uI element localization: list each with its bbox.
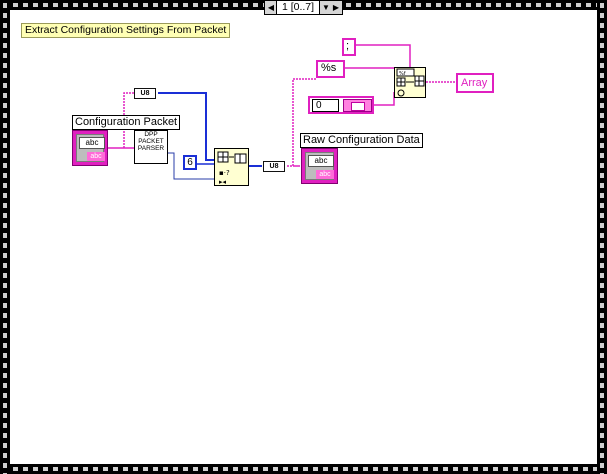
wire-parser-to-node[interactable] [168,152,214,180]
cluster-wire[interactable] [168,152,214,180]
sequence-frame-bottom[interactable] [0,464,607,474]
sequence-frame-top-right[interactable] [343,0,607,10]
subvi-line-1: DPP [144,131,158,138]
array-subset-icon: ▪·? ▸◂ [217,151,247,186]
frame-dropdown-arrow-icon[interactable]: ▼ [322,3,330,12]
svg-text:▸◂: ▸◂ [219,178,227,186]
spreadsheet-string-to-array-node[interactable]: %f [394,67,426,98]
separator-constant[interactable]: ; [342,38,356,56]
wire-separator[interactable] [356,44,411,67]
wire-raw-to-format[interactable] [287,78,316,167]
sequence-frame-left[interactable] [0,0,10,474]
subvi-line-2: PACKET [138,138,164,145]
wire-array-const[interactable] [374,92,395,106]
byte-array-to-string-node[interactable]: U8 [263,161,285,172]
array-subset-node[interactable]: ▪·? ▸◂ [214,148,249,186]
array-index-display[interactable]: 0 [312,99,339,112]
previous-frame-arrow-icon[interactable]: ◀ [267,3,275,12]
string-type-icon: abc [87,152,105,161]
string-array-constant[interactable]: 0 [308,96,374,114]
packet-parser-subvi[interactable]: DPP PACKET PARSER [134,130,168,164]
format-string-constant[interactable]: %s [316,60,345,78]
string-wires[interactable] [108,44,456,167]
array-indicator[interactable]: Array [456,73,494,93]
svg-text:%f: %f [399,71,406,77]
raw-config-terminal[interactable]: abc abc [301,148,338,184]
free-label-comment[interactable]: Extract Configuration Settings From Pack… [21,23,231,38]
config-packet-terminal[interactable]: abc abc [72,130,108,166]
sequence-frame-right[interactable] [597,0,607,474]
raw-config-label[interactable]: Raw Configuration Data [300,133,423,148]
u8-conversion-node[interactable]: U8 [134,88,156,99]
numeric-constant[interactable]: 6 [183,155,197,170]
string-type-icon: abc [316,170,334,179]
abc-text-icon: abc [308,155,334,167]
spreadsheet-icon: %f [396,68,425,97]
array-element[interactable] [343,99,372,112]
svg-text:▪·?: ▪·? [219,169,230,177]
sequence-frame-selector[interactable]: ◀ 1 [0..7] ▼ ▶ [264,0,343,15]
frame-selector-label[interactable]: 1 [0..7] [276,1,320,14]
sequence-frame-top[interactable] [0,0,264,10]
abc-text-icon: abc [79,137,105,149]
next-frame-arrow-icon[interactable]: ▶ [332,3,340,12]
config-packet-label[interactable]: Configuration Packet [72,115,181,130]
wire-u8-array[interactable] [158,92,214,161]
subvi-line-3: PARSER [137,145,165,152]
numeric-wires[interactable] [158,92,262,167]
